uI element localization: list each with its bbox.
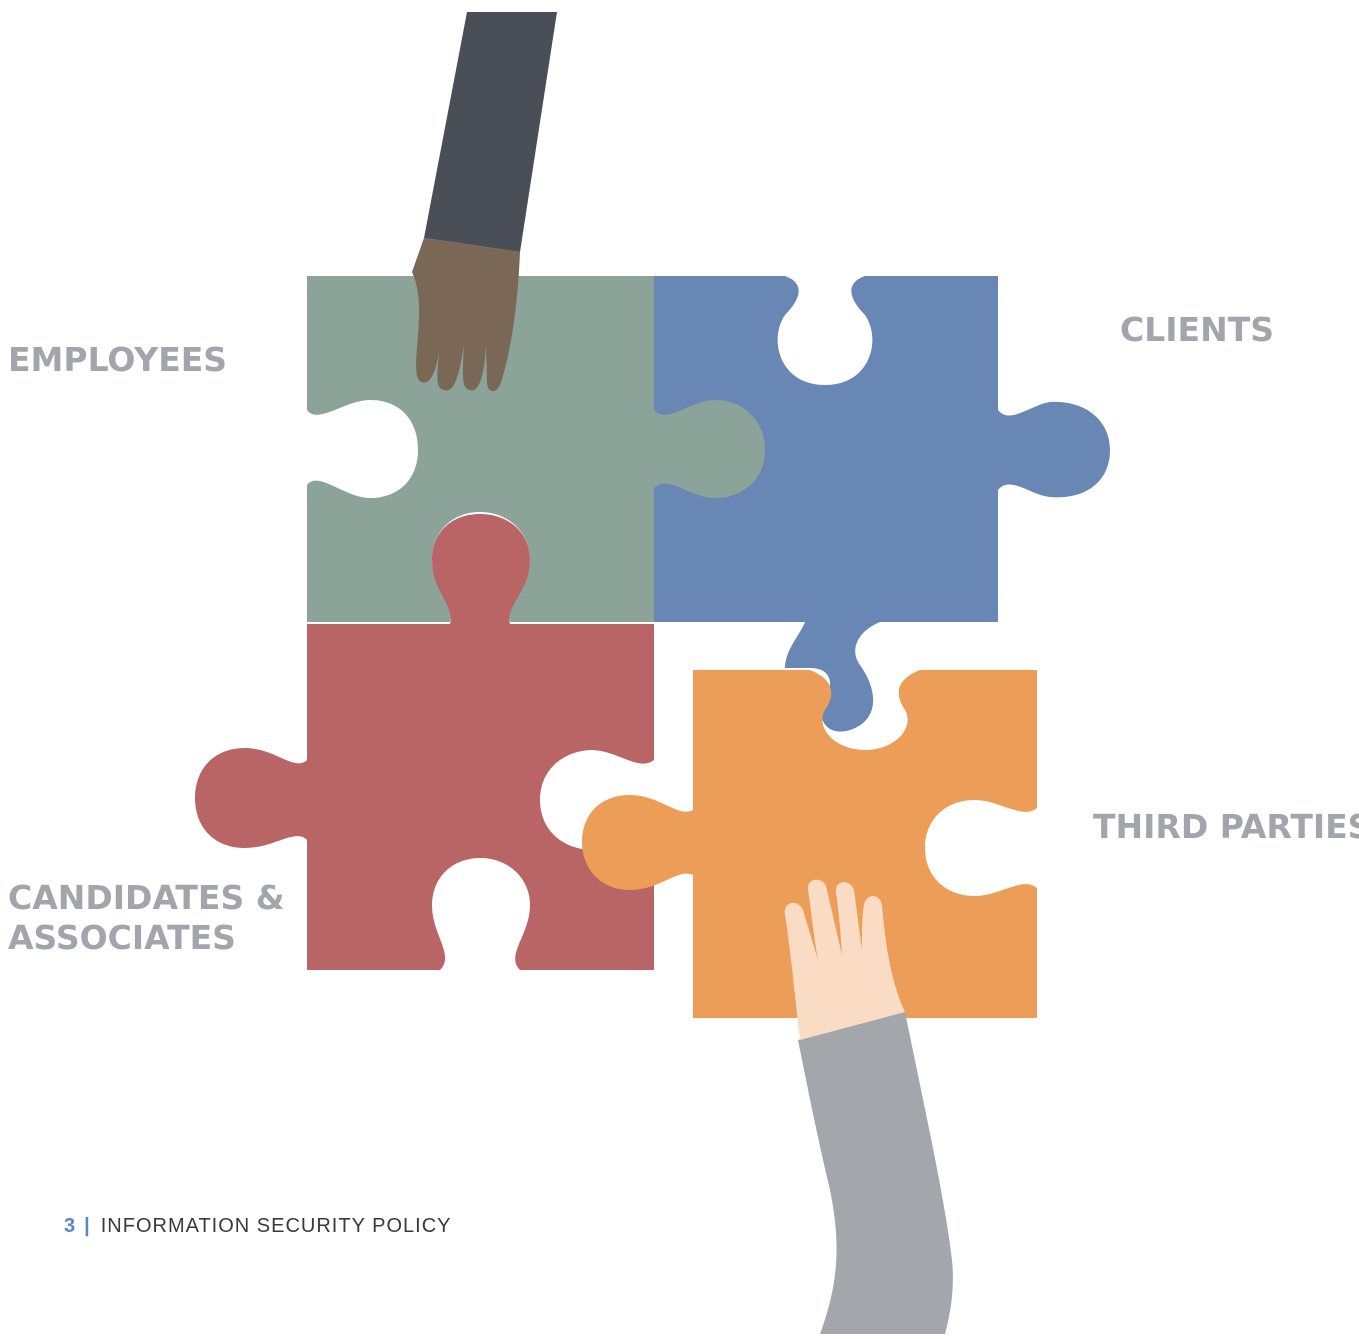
- third-parties-label: THIRD PARTIES: [1093, 807, 1359, 846]
- puzzle-piece-blue: [654, 276, 1110, 732]
- candidates-label-line1: CANDIDATES &: [8, 878, 285, 917]
- candidates-associates-label: CANDIDATES & ASSOCIATES: [8, 878, 285, 958]
- top-sleeve: [424, 12, 557, 252]
- page-number: 3: [64, 1215, 77, 1237]
- puzzle-piece-red: [195, 514, 654, 970]
- candidates-label-line2: ASSOCIATES: [8, 918, 236, 957]
- clients-label: CLIENTS: [1120, 310, 1274, 349]
- employees-label: EMPLOYEES: [8, 340, 228, 379]
- bottom-sleeve: [798, 1012, 953, 1334]
- puzzle-piece-orange: [582, 670, 1037, 1018]
- bottom-hand: [784, 879, 905, 1040]
- footer-separator: |: [84, 1215, 91, 1237]
- page-footer: 3 | INFORMATION SECURITY POLICY: [64, 1215, 451, 1238]
- document-title: INFORMATION SECURITY POLICY: [100, 1215, 452, 1237]
- top-hand: [412, 238, 520, 392]
